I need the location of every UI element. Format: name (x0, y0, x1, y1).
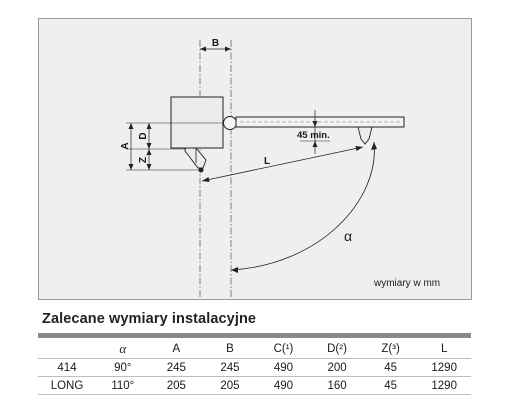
swing-arc (230, 141, 375, 271)
cell-c: 490 (256, 358, 311, 377)
units-note: wymiary w mm (373, 278, 440, 289)
arm-pivot (223, 116, 237, 130)
dim-b-arrow-left (200, 46, 206, 52)
diagram-frame (38, 18, 472, 300)
header-c: C(¹) (256, 339, 311, 359)
header-alpha: α (96, 339, 150, 359)
dim-l-line (201, 146, 364, 182)
dim-b-arrow-right (225, 46, 231, 52)
cell-d: 200 (310, 358, 364, 377)
cell-d: 160 (310, 376, 364, 395)
header-z: Z(³) (363, 339, 418, 359)
dim-z-arrow-top (146, 149, 152, 155)
dim-l-label: L (264, 156, 270, 167)
dim-45-arrow-bottom (312, 141, 318, 147)
installation-dimensions-table: α A B C(¹) D(²) Z(³) L 414 90° 245 245 4… (38, 339, 471, 395)
cell-z: 45 (363, 358, 418, 377)
cell-a: 245 (149, 358, 204, 377)
dim-d-arrow-bottom (146, 143, 152, 149)
cell-l: 1290 (417, 376, 471, 395)
table-title: Zalecane wymiary instalacyjne (42, 311, 257, 327)
cell-z: 45 (363, 376, 418, 395)
dim-a-arrow-top (128, 123, 134, 129)
cell-l: 1290 (417, 358, 471, 377)
header-b: B (203, 339, 257, 359)
cell-b: 205 (203, 376, 257, 395)
dim-l-arrow-right (355, 146, 363, 151)
header-model (38, 339, 96, 359)
table-row: LONG 110° 205 205 490 160 45 1290 (38, 376, 471, 395)
installation-diagram: B 45 min. A D Z L α wymiary w mm (38, 18, 472, 300)
dim-l-arrow-left (202, 177, 210, 182)
alpha-label: α (344, 228, 352, 244)
dim-d-label: D (138, 132, 149, 139)
dim-a-label: A (120, 142, 131, 149)
cell-alpha: 90° (96, 358, 150, 377)
end-bracket (357, 126, 373, 145)
motor-body (170, 96, 224, 149)
cell-model: 414 (38, 358, 96, 377)
dim-z-arrow-bottom (146, 164, 152, 170)
dim-d-arrow-top (146, 123, 152, 129)
dim-45-label: 45 min. (297, 130, 330, 141)
header-l: L (417, 339, 471, 359)
table-top-rule (38, 333, 471, 338)
header-a: A (149, 339, 204, 359)
dim-45-arrow-top (312, 121, 318, 127)
cell-b: 245 (203, 358, 257, 377)
cell-model: LONG (38, 376, 96, 395)
swing-arc-arrow-top (371, 142, 377, 150)
cell-c: 490 (256, 376, 311, 395)
bracket-pivot (198, 167, 204, 173)
table-header-row: α A B C(¹) D(²) Z(³) L (38, 339, 471, 359)
dim-b-label: B (212, 38, 219, 49)
cell-a: 205 (149, 376, 204, 395)
header-d: D(²) (310, 339, 364, 359)
cell-alpha: 110° (96, 376, 150, 395)
dim-z-label: Z (138, 157, 149, 163)
dim-a-arrow-bottom (128, 164, 134, 170)
table-row: 414 90° 245 245 490 200 45 1290 (38, 358, 471, 377)
swing-arc-arrow-bottom (231, 267, 238, 273)
